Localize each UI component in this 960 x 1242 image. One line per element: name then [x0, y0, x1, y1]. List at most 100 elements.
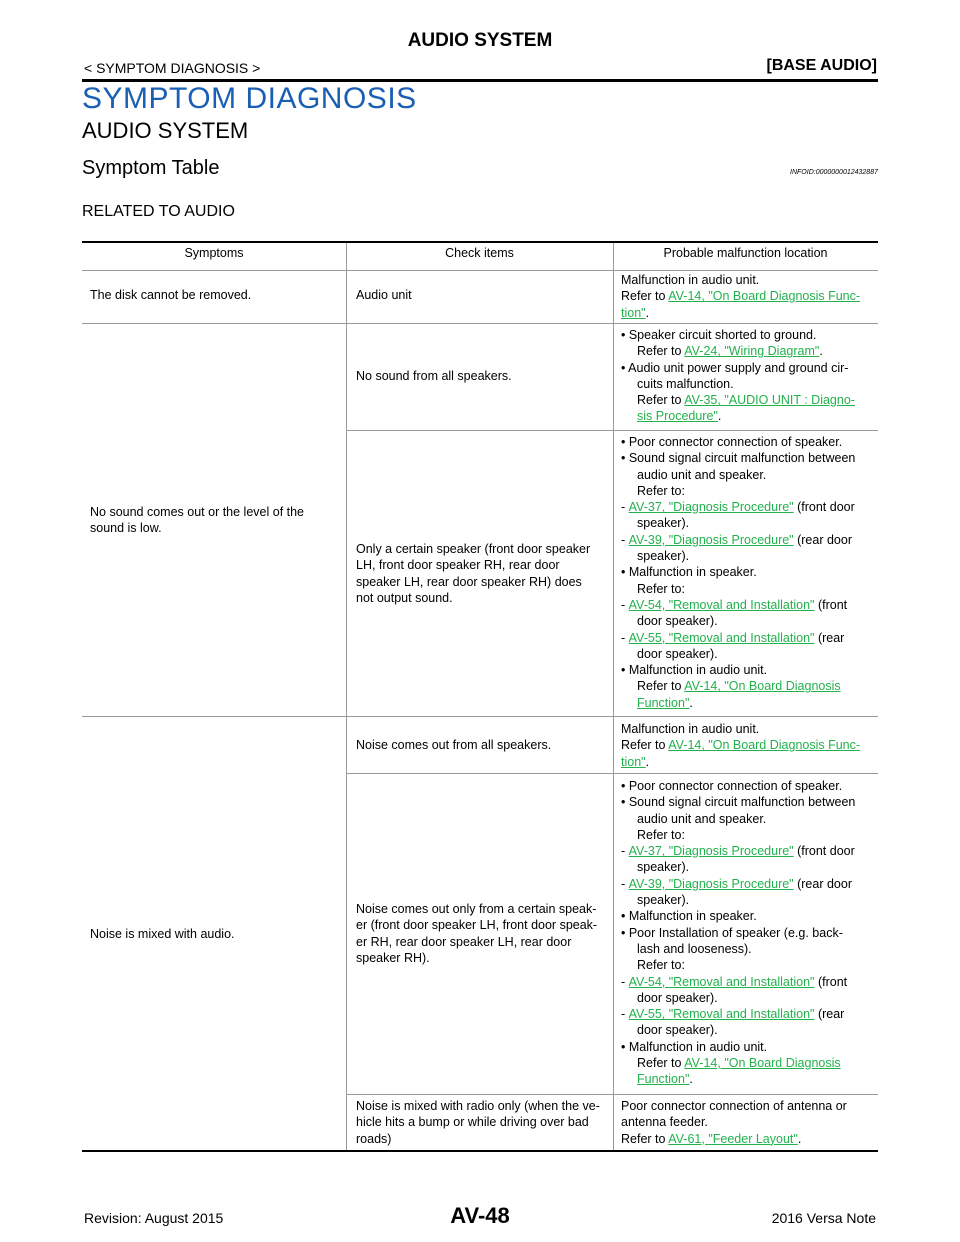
table-top-rule	[82, 241, 878, 243]
related-heading: RELATED TO AUDIO	[82, 203, 235, 220]
reference-link[interactable]: AV-35, "AUDIO UNIT : Diagno-	[684, 393, 855, 408]
cell-line: • Malfunction in audio unit.	[621, 663, 768, 678]
cell-line: door speaker).	[637, 990, 718, 1005]
reference-link[interactable]: AV-37, "Diagnosis Procedure"	[628, 500, 794, 515]
cell-line: door speaker).	[637, 1023, 718, 1038]
reference-link[interactable]: tion"	[621, 754, 646, 769]
symptom-cell: No sound comes out or the level of the s…	[90, 504, 304, 537]
cell-line: er RH, rear door speaker LH, rear door	[356, 934, 572, 949]
cell-line: door speaker).	[637, 614, 718, 629]
cell-line: lash and looseness).	[637, 941, 752, 956]
check-item-cell: No sound from all speakers.	[356, 369, 512, 383]
check-item-cell: Audio unit	[356, 288, 412, 302]
cell-text: Refer to	[637, 1056, 685, 1071]
reference-link[interactable]: AV-14, "On Board Diagnosis Func-	[668, 738, 861, 753]
malfunction-cell: Malfunction in audio unit. Refer to AV-1…	[621, 721, 860, 770]
cell-line: • Poor connector connection of speaker.	[621, 779, 843, 793]
table-header-rule	[82, 270, 878, 271]
reference-link[interactable]: AV-55, "Removal and Installation"	[628, 1007, 815, 1022]
cell-line: Only a certain speaker (front door speak…	[356, 542, 591, 556]
reference-link[interactable]: AV-24, "Wiring Diagram"	[684, 344, 820, 359]
cell-line: No sound comes out or the level of the	[90, 505, 305, 519]
cell-text: Refer to	[621, 738, 669, 753]
cell-line: roads)	[356, 1131, 392, 1146]
section-title: SYMPTOM DIAGNOSIS	[82, 82, 417, 115]
cell-text: (rear	[814, 630, 845, 645]
cell-text: Refer to	[637, 344, 685, 359]
cell-line: • Audio unit power supply and ground cir…	[621, 360, 849, 375]
cell-text: .	[689, 695, 693, 710]
column-header-check-items: Check items	[445, 246, 514, 260]
cell-line: LH, front door speaker RH, rear door	[356, 558, 560, 573]
subsection-title: AUDIO SYSTEM	[82, 118, 249, 143]
cell-text: Refer to	[621, 1131, 669, 1146]
cell-text: (front	[814, 974, 848, 989]
table-bottom-rule	[82, 1150, 878, 1152]
cell-line: Refer to:	[637, 483, 685, 498]
cell-text: .	[689, 1072, 693, 1087]
cell-text: Refer to	[621, 289, 669, 304]
cell-line: Noise comes out only from a certain spea…	[356, 902, 597, 916]
reference-link[interactable]: AV-39, "Diagnosis Procedure"	[628, 876, 794, 891]
reference-link[interactable]: AV-54, "Removal and Installation"	[628, 597, 815, 612]
cell-text: .	[819, 344, 823, 359]
reference-link[interactable]: AV-55, "Removal and Installation"	[628, 630, 815, 645]
table-row-divider	[346, 1094, 878, 1095]
cell-text: (rear	[814, 1007, 845, 1022]
running-header-tag: [BASE AUDIO]	[766, 57, 877, 74]
cell-text: .	[645, 305, 650, 320]
cell-line: speaker).	[637, 893, 690, 908]
reference-link[interactable]: tion"	[621, 305, 646, 320]
check-item-cell: Noise comes out from all speakers.	[356, 738, 552, 752]
reference-link[interactable]: AV-14, "On Board Diagnosis	[684, 1056, 841, 1071]
cell-line: Malfunction in audio unit.	[621, 722, 760, 736]
running-header-section: < SYMPTOM DIAGNOSIS >	[84, 60, 261, 76]
reference-link[interactable]: Function"	[637, 1072, 690, 1087]
column-header-malfunction-location: Probable malfunction location	[663, 246, 828, 260]
malfunction-cell: Malfunction in audio unit. Refer to AV-1…	[621, 272, 860, 321]
symptom-cell: The disk cannot be removed.	[90, 288, 252, 302]
cell-line: er (front door speaker LH, front door sp…	[356, 918, 598, 933]
cell-line: Poor connector connection of antenna or	[621, 1099, 847, 1113]
cell-line: speaker).	[637, 516, 690, 531]
reference-link[interactable]: AV-14, "On Board Diagnosis	[684, 679, 841, 694]
header-rule	[82, 79, 878, 82]
malfunction-cell: • Speaker circuit shorted to ground. Ref…	[621, 327, 855, 425]
check-item-cell: Only a certain speaker (front door speak…	[356, 541, 590, 606]
cell-line: • Poor Installation of speaker (e.g. bac…	[621, 925, 843, 940]
cell-text: (front	[814, 597, 848, 612]
cell-line: • Malfunction in audio unit.	[621, 1039, 768, 1054]
column-header-symptoms: Symptoms	[184, 246, 244, 260]
table-row-divider	[346, 773, 878, 774]
reference-link[interactable]: AV-61, "Feeder Layout"	[668, 1131, 798, 1146]
cell-line: speaker).	[637, 860, 690, 875]
cell-text: (front door	[793, 500, 855, 515]
reference-link[interactable]: Function"	[637, 695, 690, 710]
cell-line: Refer to:	[637, 827, 685, 842]
cell-line: • Poor connector connection of speaker.	[621, 435, 843, 449]
cell-text: Refer to	[637, 679, 685, 694]
table-column-divider	[613, 243, 614, 1150]
info-id: INFOID:0000000012432887	[790, 169, 878, 176]
cell-line: • Malfunction in speaker.	[621, 909, 757, 924]
symptom-cell: Noise is mixed with audio.	[90, 927, 235, 941]
cell-line: Refer to:	[637, 581, 685, 596]
topic-title: Symptom Table	[82, 157, 220, 179]
cell-text: .	[645, 754, 650, 769]
cell-line: door speaker).	[637, 646, 718, 661]
table-row-divider	[346, 430, 878, 431]
model-label: 2016 Versa Note	[771, 1210, 876, 1226]
reference-link[interactable]: AV-39, "Diagnosis Procedure"	[628, 532, 794, 547]
reference-link[interactable]: AV-14, "On Board Diagnosis Func-	[668, 289, 861, 304]
cell-line: speaker).	[637, 549, 690, 564]
cell-text: (rear door	[793, 532, 852, 547]
table-column-divider	[346, 243, 347, 1150]
reference-link[interactable]: AV-37, "Diagnosis Procedure"	[628, 844, 794, 859]
reference-link[interactable]: sis Procedure"	[637, 409, 718, 424]
cell-line: Refer to:	[637, 958, 685, 973]
table-row-divider	[82, 323, 878, 324]
malfunction-cell: • Poor connector connection of speaker. …	[621, 435, 856, 710]
reference-link[interactable]: AV-54, "Removal and Installation"	[628, 974, 815, 989]
cell-line: hicle hits a bump or while driving over …	[356, 1115, 589, 1130]
cell-text: (rear door	[793, 876, 852, 891]
